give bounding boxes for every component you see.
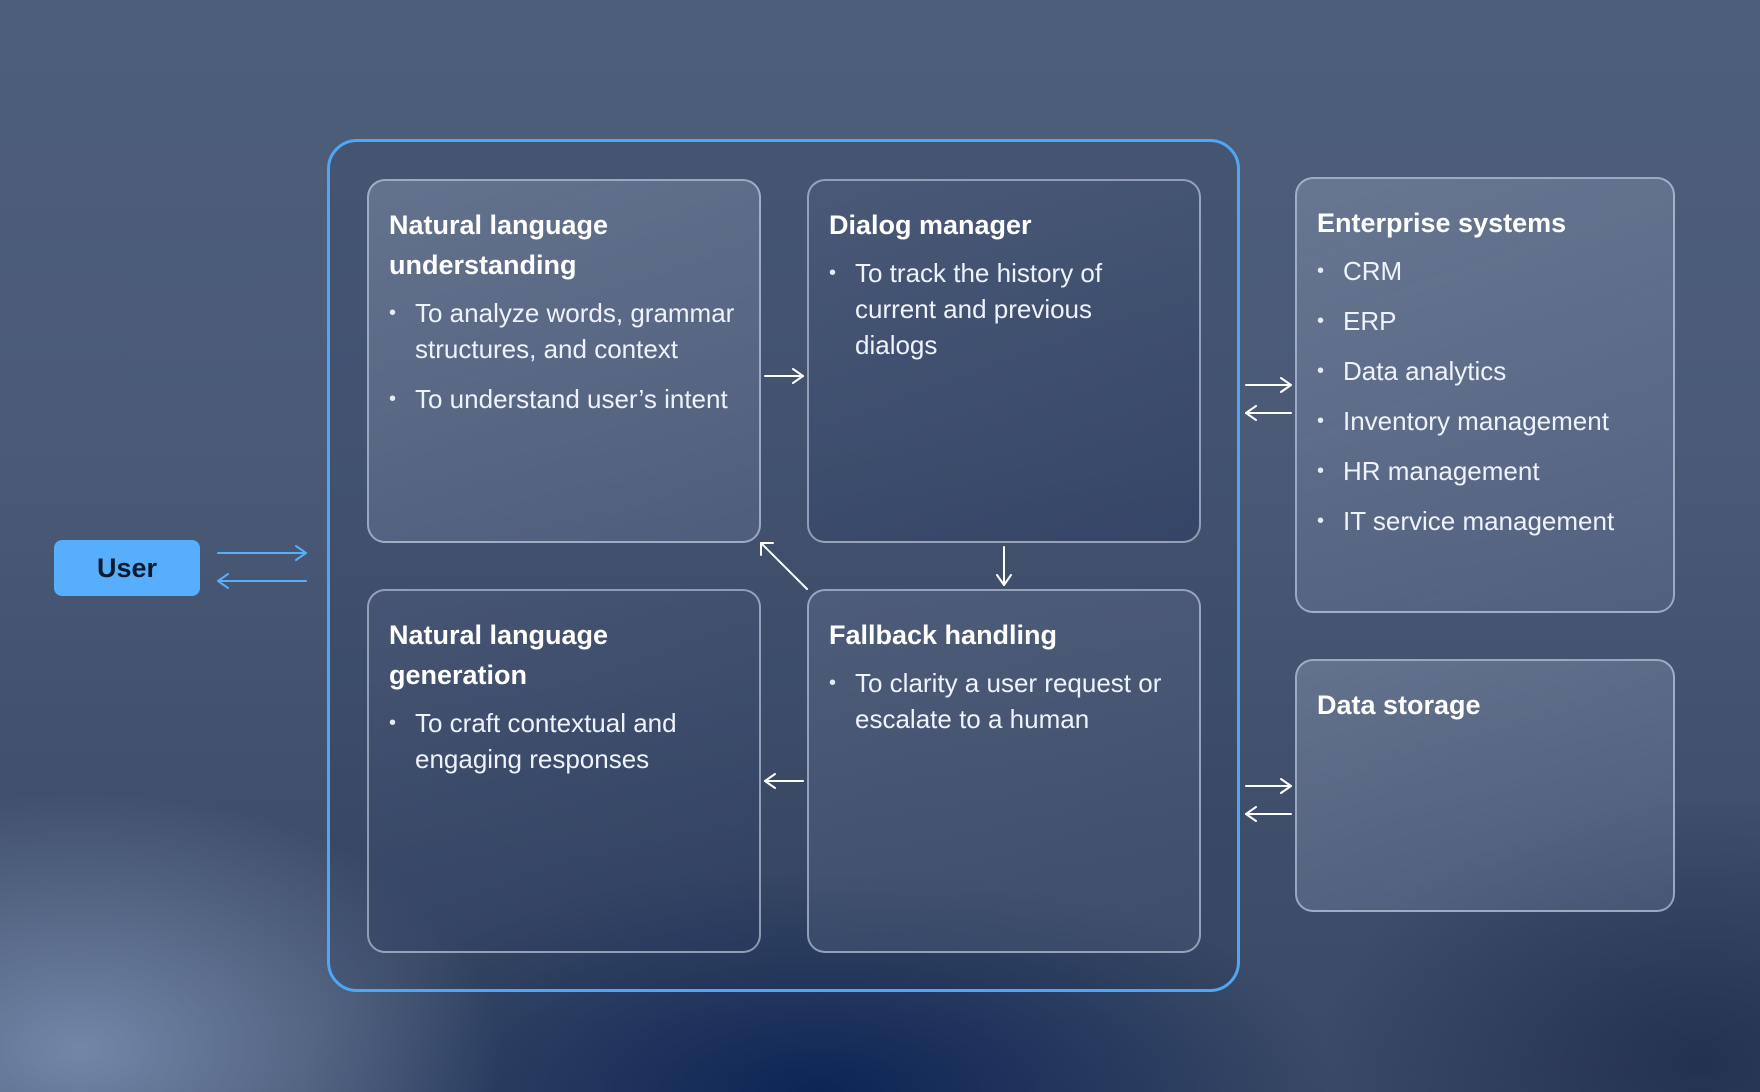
nlu-box: Natural language understanding To analyz… — [367, 179, 761, 543]
enterprise-item-erp: ERP — [1317, 303, 1653, 339]
nlu-bullets: To analyze words, grammar structures, an… — [389, 295, 739, 417]
user-arrow-left-icon — [217, 573, 307, 589]
nlg-box: Natural language generation To craft con… — [367, 589, 761, 953]
enterprise-arrow-left-icon — [1245, 405, 1292, 421]
nlg-bullet: To craft contextual and engaging respons… — [389, 705, 739, 777]
fallback-bullets: To clarity a user request or escalate to… — [829, 665, 1179, 737]
data-storage-box: Data storage — [1295, 659, 1675, 912]
enterprise-item-inventory: Inventory management — [1317, 403, 1653, 439]
user-button[interactable]: User — [54, 540, 200, 596]
enterprise-item-it-service: IT service management — [1317, 503, 1653, 539]
fallback-bullet: To clarity a user request or escalate to… — [829, 665, 1179, 737]
storage-arrow-left-icon — [1245, 806, 1292, 822]
fallback-title: Fallback handling — [829, 620, 1058, 650]
dialog-manager-box: Dialog manager To track the history of c… — [807, 179, 1201, 543]
enterprise-arrow-right-icon — [1245, 377, 1292, 393]
enterprise-item-crm: CRM — [1317, 253, 1653, 289]
nlu-title: Natural language understanding — [389, 210, 609, 280]
dialog-manager-bullets: To track the history of current and prev… — [829, 255, 1179, 363]
nlg-title: Natural language generation — [389, 620, 609, 690]
data-storage-title: Data storage — [1317, 690, 1481, 720]
enterprise-item-data-analytics: Data analytics — [1317, 353, 1653, 389]
enterprise-systems-title: Enterprise systems — [1317, 208, 1567, 238]
storage-arrow-right-icon — [1245, 778, 1292, 794]
dialog-manager-bullet: To track the history of current and prev… — [829, 255, 1179, 363]
enterprise-systems-list: CRM ERP Data analytics Inventory managem… — [1317, 253, 1653, 539]
dialog-manager-title: Dialog manager — [829, 210, 1032, 240]
user-arrow-right-icon — [217, 545, 307, 561]
fallback-box: Fallback handling To clarity a user requ… — [807, 589, 1201, 953]
nlu-bullet: To analyze words, grammar structures, an… — [389, 295, 739, 367]
enterprise-item-hr: HR management — [1317, 453, 1653, 489]
enterprise-systems-box: Enterprise systems CRM ERP Data analytic… — [1295, 177, 1675, 613]
nlu-bullet: To understand user’s intent — [389, 381, 739, 417]
nlg-bullets: To craft contextual and engaging respons… — [389, 705, 739, 777]
